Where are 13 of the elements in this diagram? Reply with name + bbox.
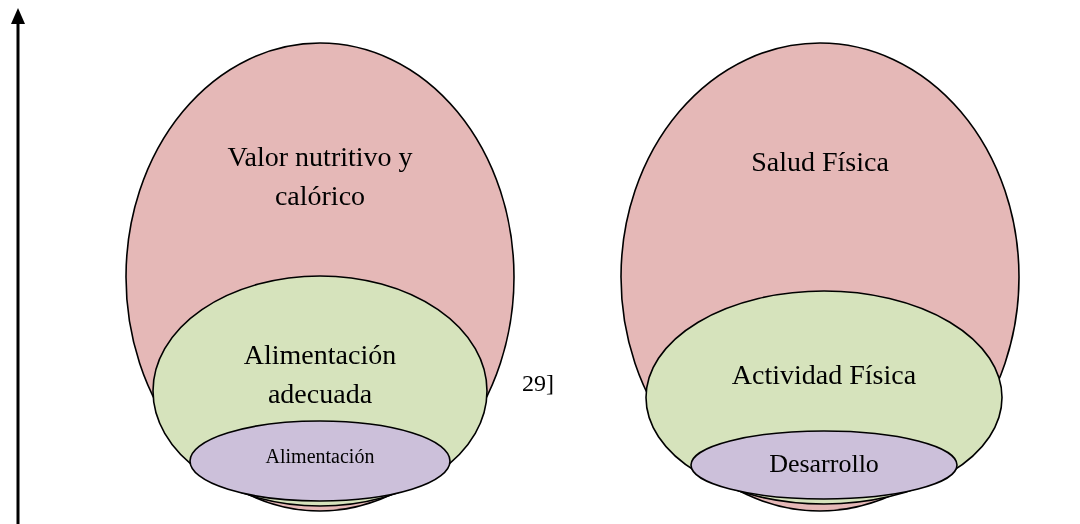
ellipse-label: Actividad Física (730, 358, 918, 392)
nested-ellipse (620, 42, 1020, 512)
nested-ellipse (189, 420, 451, 502)
ellipse-label: Alimentación adecuada (242, 338, 398, 412)
nested-ellipse (152, 275, 488, 507)
nested-ellipse (125, 42, 515, 512)
reference-note: 29] (522, 370, 554, 397)
ellipse-label: Salud Física (750, 145, 890, 179)
nested-ellipse (690, 430, 958, 500)
nested-ellipse (645, 290, 1003, 505)
ellipse-label: Alimentación (264, 444, 376, 469)
ellipse-label: Valor nutritivo y calórico (226, 140, 414, 214)
ellipse-label: Desarrollo (768, 448, 880, 480)
